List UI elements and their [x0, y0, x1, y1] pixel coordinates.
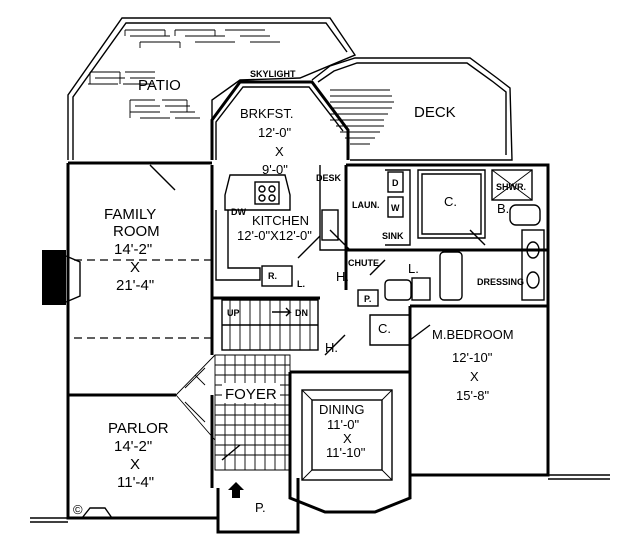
parlor-x: X: [130, 456, 140, 473]
family-name-1: FAMILY: [104, 206, 156, 223]
parlor-bay: [30, 474, 610, 523]
dining-label-bg: [316, 401, 378, 461]
dryer-label: D: [392, 178, 399, 188]
washer-label: W: [391, 203, 400, 213]
hall-closet-label: C.: [378, 321, 391, 336]
parlor-width: 14'-2": [114, 438, 152, 455]
stairs: [221, 299, 319, 351]
parlor-depth: 11'-4": [117, 474, 154, 491]
dishwasher-label: DW: [231, 207, 246, 217]
stairs-down-label: DN: [295, 308, 308, 318]
deck-label: DECK: [414, 104, 456, 121]
patio-area: [67, 17, 357, 160]
closet-label: C.: [444, 194, 457, 209]
laundry-label: LAUN.: [352, 200, 380, 210]
outer-walls: [42, 161, 550, 534]
linen-label-2: L.: [297, 279, 305, 289]
shower-label: SHWR.: [496, 182, 526, 192]
patio-brick-pattern: [88, 29, 280, 119]
dining-ceiling-detail: [301, 389, 393, 481]
skylight-label: SKYLIGHT: [250, 69, 296, 79]
interior-walls: [68, 165, 548, 488]
bath-label: B.: [497, 201, 509, 216]
refrigerator-label: R.: [268, 271, 277, 281]
foyer-label: FOYER: [225, 386, 277, 403]
stairs-up-label: UP: [227, 308, 240, 318]
dining-x: X: [343, 431, 352, 446]
hall-label-2: H.: [325, 340, 338, 355]
sink-label: SINK: [382, 231, 404, 241]
dining-width: 11'-0": [327, 417, 360, 432]
dressing-label: DRESSING: [477, 277, 524, 287]
dining-name: DINING: [319, 402, 365, 417]
master-bedroom-name: M.BEDROOM: [432, 327, 514, 342]
family-name-2: ROOM: [113, 223, 160, 240]
master-bedroom-width: 12'-10": [452, 350, 493, 365]
porch-label: P.: [255, 500, 266, 515]
linen-label-1: L.: [408, 261, 419, 276]
master-bedroom-depth: 15'-8": [456, 388, 490, 403]
breakfast-depth: 9'-0": [262, 162, 288, 177]
deck-area: [311, 57, 513, 161]
desk-label: DESK: [316, 173, 342, 183]
hall-label-1: H.: [336, 269, 349, 284]
master-bedroom-x: X: [470, 369, 479, 384]
door-swings: [149, 164, 486, 461]
kitchen-size: 12'-0"X12'-0": [237, 228, 312, 243]
foyer-tile: [175, 354, 291, 471]
pantry-label: P.: [364, 294, 371, 304]
entry-arrow-icon: [228, 482, 244, 498]
family-width: 14'-2": [114, 241, 152, 258]
breakfast-width: 12'-0": [258, 125, 292, 140]
breakfast-x: X: [275, 144, 284, 159]
copyright-mark: ©: [73, 502, 83, 517]
parlor-name: PARLOR: [108, 420, 169, 437]
chute-label: CHUTE: [348, 258, 379, 268]
dining-depth: 11'-10": [326, 445, 366, 460]
family-x: X: [130, 259, 140, 276]
breakfast-bay: [210, 80, 350, 160]
deck-board-lines: [330, 89, 394, 145]
family-depth: 21'-4": [116, 277, 154, 294]
beam-lines: [74, 259, 212, 339]
patio-label: PATIO: [138, 77, 181, 94]
kitchen-name: KITCHEN: [252, 213, 309, 228]
fireplace: [42, 250, 66, 305]
foyer-label-bg: [222, 383, 280, 403]
breakfast-name: BRKFST.: [240, 106, 293, 121]
kitchen-fixtures: [215, 165, 351, 287]
